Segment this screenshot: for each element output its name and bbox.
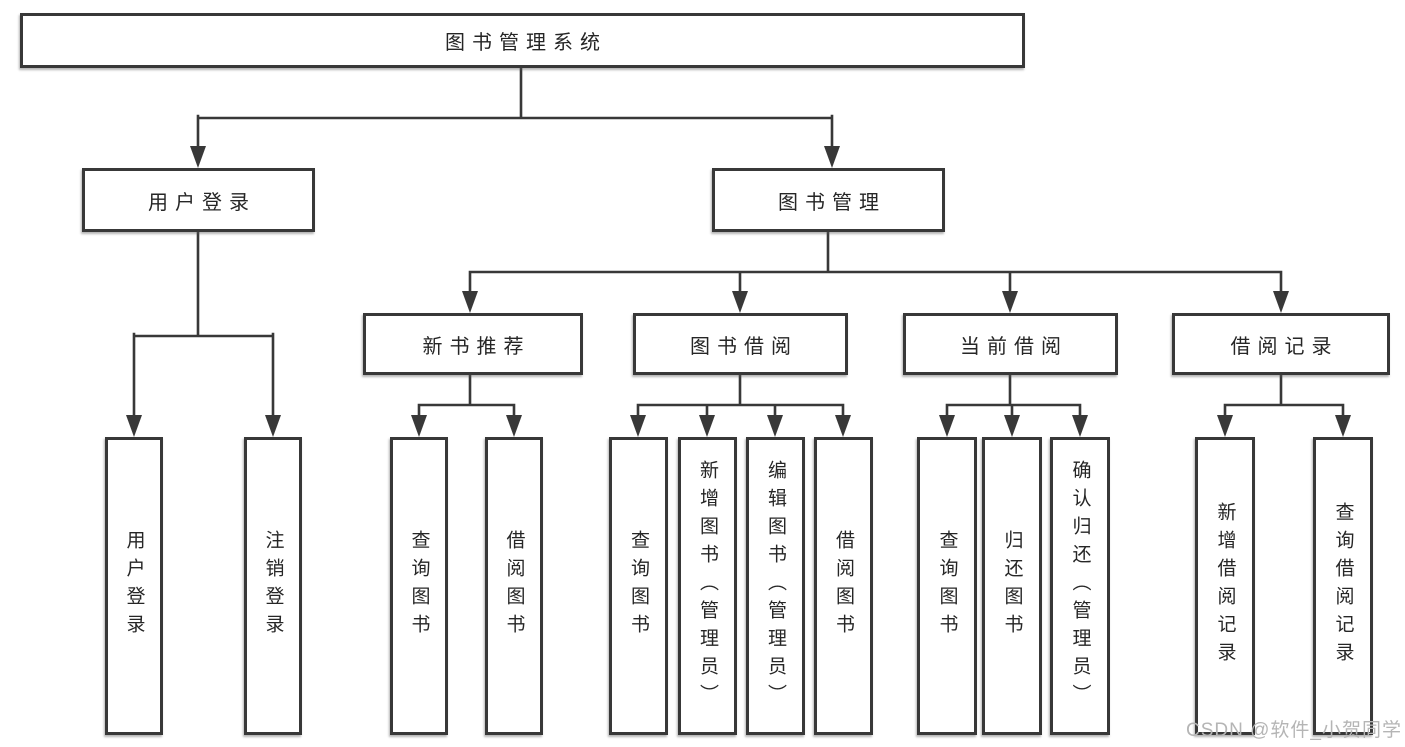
connector-root-to-level2	[190, 66, 840, 168]
node-label: 当前借阅	[960, 335, 1068, 358]
arrow-down-icon	[630, 415, 646, 437]
node-label: 借阅图书	[503, 530, 525, 642]
arrow-down-icon	[767, 415, 783, 437]
arrow-down-icon	[126, 415, 142, 437]
leaf-confirm-return-admin: 确认归还（管理员）	[1050, 437, 1110, 735]
arrow-down-icon	[732, 291, 748, 313]
arrow-down-icon	[699, 415, 715, 437]
node-book-borrow: 图书借阅	[633, 313, 848, 375]
arrow-down-icon	[1273, 291, 1289, 313]
node-label: 归还图书	[1001, 530, 1023, 642]
leaf-query-book: 查询图书	[390, 437, 448, 735]
csdn-watermark: CSDN @软件_小贺同学	[1186, 720, 1402, 741]
arrow-down-icon	[1217, 415, 1233, 437]
arrow-down-icon	[1335, 415, 1351, 437]
leaf-add-borrow-record: 新增借阅记录	[1195, 437, 1255, 735]
leaf-borrow-book: 借阅图书	[814, 437, 873, 735]
leaf-edit-book-admin: 编辑图书（管理员）	[746, 437, 805, 735]
node-label: 查询图书	[936, 530, 958, 642]
arrow-down-icon	[939, 415, 955, 437]
node-label: 新书推荐	[422, 335, 531, 358]
leaf-query-book: 查询图书	[917, 437, 977, 735]
leaf-return-book: 归还图书	[982, 437, 1042, 735]
node-label: 借阅图书	[833, 530, 854, 642]
leaf-query-book: 查询图书	[609, 437, 668, 735]
connector-book-management-to-level3	[462, 230, 1289, 313]
node-current-borrow: 当前借阅	[903, 313, 1118, 375]
node-label: 新增借阅记录	[1214, 502, 1236, 670]
node-borrow-records: 借阅记录	[1172, 313, 1390, 375]
node-root: 图书管理系统	[20, 13, 1025, 68]
arrow-down-icon	[506, 415, 522, 437]
node-label: 新增图书（管理员）	[697, 460, 718, 712]
node-label: 图书管理	[778, 191, 886, 214]
arrow-down-icon	[824, 146, 840, 168]
arrow-down-icon	[190, 146, 206, 168]
node-label: 借阅记录	[1230, 335, 1339, 358]
arrow-down-icon	[1004, 415, 1020, 437]
leaf-query-borrow-record: 查询借阅记录	[1313, 437, 1373, 735]
connector-user-login-to-leaves	[126, 230, 281, 437]
arrow-down-icon	[1002, 291, 1018, 313]
node-label: 查询图书	[408, 530, 430, 642]
arrow-down-icon	[462, 291, 478, 313]
node-user-login: 用户登录	[82, 168, 315, 232]
node-book-management: 图书管理	[712, 168, 945, 232]
connector-new-book-recommend-to-leaves	[411, 373, 522, 437]
node-label: 图书管理系统	[445, 32, 607, 54]
node-label: 用户登录	[123, 530, 145, 642]
arrow-down-icon	[265, 415, 281, 437]
leaf-user-login: 用户登录	[105, 437, 163, 735]
node-label: 用户登录	[148, 191, 256, 214]
leaf-logout: 注销登录	[244, 437, 302, 735]
arrow-down-icon	[835, 415, 851, 437]
node-label: 注销登录	[262, 530, 284, 642]
leaf-add-book-admin: 新增图书（管理员）	[678, 437, 737, 735]
arrow-down-icon	[1072, 415, 1088, 437]
leaf-borrow-book: 借阅图书	[485, 437, 543, 735]
connector-borrow-records-to-leaves	[1217, 373, 1351, 437]
connector-current-borrow-to-leaves	[939, 373, 1088, 437]
connector-book-borrow-to-leaves	[630, 373, 851, 437]
node-label: 图书借阅	[690, 335, 798, 358]
node-label: 编辑图书（管理员）	[765, 460, 786, 712]
arrow-down-icon	[411, 415, 427, 437]
node-label: 查询图书	[628, 530, 649, 642]
node-label: 确认归还（管理员）	[1069, 460, 1091, 712]
node-new-book-recommend: 新书推荐	[363, 313, 583, 375]
node-label: 查询借阅记录	[1332, 502, 1354, 670]
